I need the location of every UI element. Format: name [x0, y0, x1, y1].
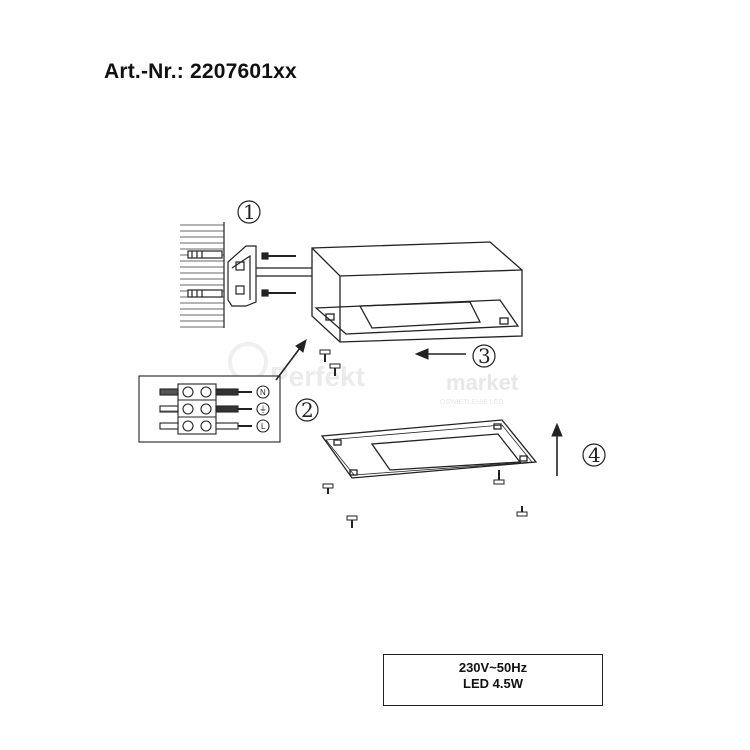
- mounting-bracket: [227, 245, 257, 307]
- wire-left-pe: [159, 405, 179, 413]
- terminal-n-icon: [256, 385, 270, 399]
- wire-left-l: [159, 422, 179, 430]
- cover-screws: [322, 470, 528, 528]
- step-4-arrow: [551, 422, 563, 476]
- step-3-number: 3: [478, 344, 491, 368]
- wall-plug-bottom: [187, 289, 223, 298]
- wiring-inset: [138, 375, 281, 443]
- wire-right-n: [215, 388, 239, 396]
- screw-top: [261, 252, 296, 260]
- watermark-brand: Perfekt: [270, 361, 365, 392]
- step-4-circle: [582, 443, 606, 467]
- article-number-title: Art.-Nr.: 2207601xx: [104, 60, 297, 83]
- step-4-number: 4: [588, 443, 601, 467]
- terminal-l-label: L: [261, 422, 266, 431]
- wall-plug-top: [187, 250, 223, 259]
- step-1-group: [180, 200, 312, 328]
- terminal-l-icon: [256, 419, 270, 433]
- screw-bottom: [261, 289, 296, 297]
- terminal-block: [177, 383, 217, 435]
- wire-left-n: [159, 388, 179, 396]
- step-2-number: 2: [301, 398, 314, 422]
- step-1-circle: [237, 200, 261, 224]
- lamp-body: [311, 241, 523, 343]
- terminal-earth-icon: [256, 402, 270, 416]
- watermark-logo-icon: [228, 342, 268, 382]
- wire-right-l: [215, 422, 239, 430]
- spec-voltage: 230V~50Hz: [458, 660, 528, 675]
- cover-plate: [320, 419, 538, 479]
- terminal-earth-label: ⏚: [259, 405, 267, 414]
- wall-hatch: [180, 222, 224, 328]
- step-3-arrow: [414, 348, 466, 360]
- step-3-circle: [472, 344, 496, 368]
- terminal-n-label: N: [260, 388, 266, 397]
- spec-power: LED 4.5W: [463, 676, 523, 691]
- wiring-arrow: [275, 338, 307, 381]
- spec-box: 230V~50Hz LED 4.5W: [383, 654, 603, 706]
- body-screws: [319, 349, 341, 376]
- step-1-number: 1: [243, 200, 256, 224]
- step-2-circle: [295, 398, 319, 422]
- wire-right-pe: [215, 405, 239, 413]
- watermark-suffix: market: [446, 370, 519, 395]
- watermark-tagline: OSWIETLENIE LED: [440, 399, 503, 406]
